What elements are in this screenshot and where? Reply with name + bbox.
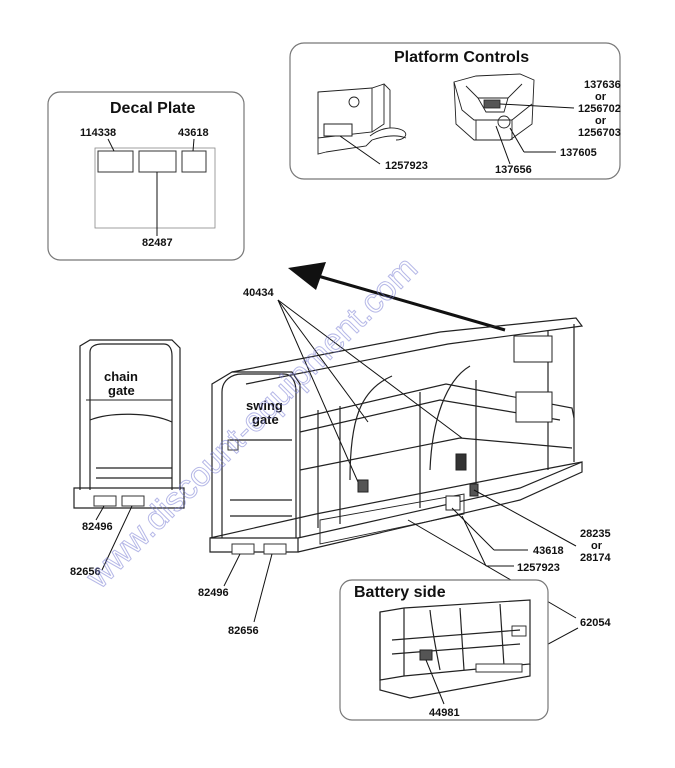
work-platform-drawing <box>209 317 584 555</box>
callout-44981: 44981 <box>429 707 460 719</box>
callout-137656: 137656 <box>495 164 532 176</box>
direction-arrow <box>288 262 506 332</box>
battery-side-title: Battery side <box>354 584 446 601</box>
platform-controls-panel: Platform Controls 1257923 137636 <box>289 42 621 180</box>
callout-137636: 137636 <box>584 79 621 91</box>
chain-gate-label-1: chain <box>104 369 138 384</box>
callout-82496-chain: 82496 <box>82 521 113 533</box>
callout-28235: 28235 <box>580 528 611 540</box>
callout-43618: 43618 <box>178 127 209 139</box>
callout-82487: 82487 <box>142 237 173 249</box>
platform-controls-title: Platform Controls <box>394 49 529 66</box>
decal-62054-battery <box>475 663 523 673</box>
callout-or-2: or <box>595 115 607 127</box>
callout-40434: 40434 <box>243 287 274 299</box>
callout-137605: 137605 <box>560 147 597 159</box>
callout-82496-swing: 82496 <box>198 587 229 599</box>
chain-gate-drawing <box>73 339 185 509</box>
callout-28174: 28174 <box>580 552 611 564</box>
callout-1256703: 1256703 <box>578 127 621 139</box>
decal-plate-panel: Decal Plate 114338 43618 82487 <box>47 91 245 261</box>
swing-gate-label-2: gate <box>252 412 279 427</box>
callout-82656-swing: 82656 <box>228 625 259 637</box>
callout-62054: 62054 <box>580 617 611 629</box>
callout-1257923-main: 1257923 <box>517 562 560 574</box>
decal-82487 <box>138 150 177 173</box>
decal-plate-title: Decal Plate <box>110 100 195 117</box>
decal-43618 <box>181 150 207 173</box>
chain-gate-label-2: gate <box>108 383 135 398</box>
swing-gate-label-1: swing <box>246 398 283 413</box>
callout-or-1: or <box>595 91 607 103</box>
decal-82496-swing <box>231 543 255 555</box>
callout-1256702: 1256702 <box>578 103 621 115</box>
decal-82496-chain <box>93 495 117 507</box>
decal-114338 <box>97 150 134 173</box>
battery-side-panel: Battery side <box>339 579 549 721</box>
callout-114338: 114338 <box>80 127 116 139</box>
control-box-bracket-drawing <box>317 83 407 155</box>
callout-82656-chain: 82656 <box>70 566 101 578</box>
decal-82656-chain <box>121 495 145 507</box>
callout-43618-main: 43618 <box>533 545 564 557</box>
callout-or-right: or <box>591 540 603 552</box>
callout-1257923-controls: 1257923 <box>385 160 428 172</box>
decal-82656-swing <box>263 543 287 555</box>
